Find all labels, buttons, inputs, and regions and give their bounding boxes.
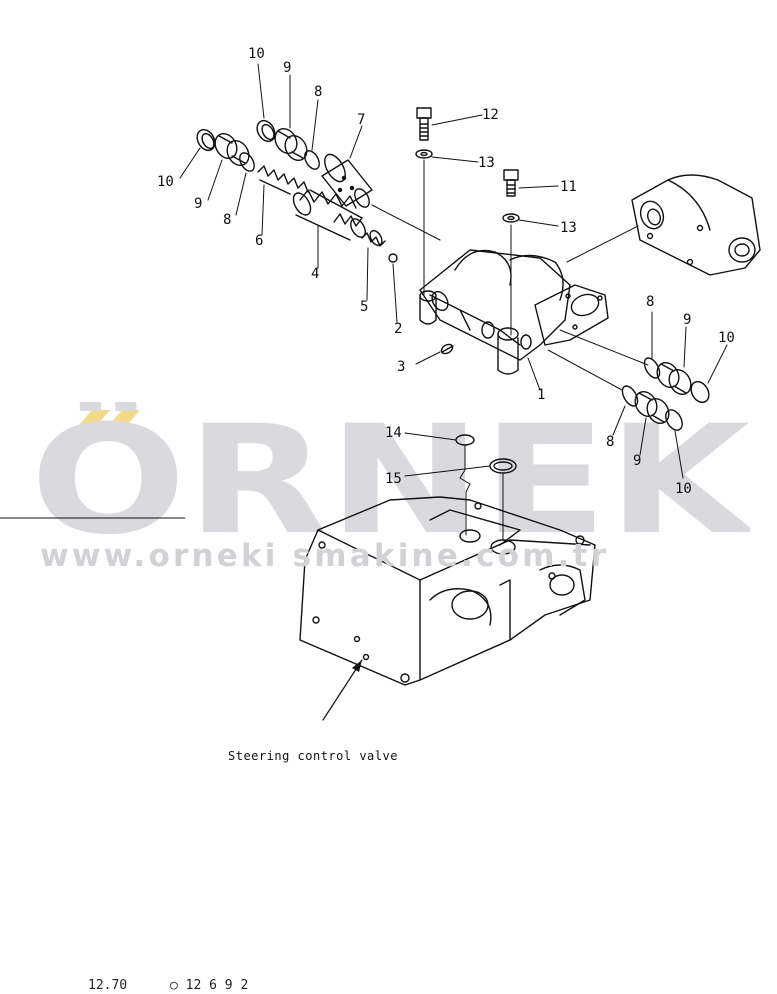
plug-3 [440, 343, 454, 355]
sleeve-7 [321, 153, 373, 208]
plug-9-right-lower [634, 390, 670, 425]
footer-page-code: 12.70 [88, 978, 128, 993]
watermark-word: ÖRNEK [30, 402, 750, 552]
washer-13-upper [415, 149, 433, 159]
callout-8d: 8 [606, 434, 614, 450]
callout-4: 4 [311, 266, 319, 282]
snap-ring-10-right-lower [665, 409, 683, 431]
steering-control-valve-body [299, 496, 596, 686]
callout-6: 6 [255, 233, 263, 249]
spool-4 [292, 189, 366, 241]
snap-ring-10-right-upper [690, 380, 710, 404]
callout-labels: 10 9 8 7 10 9 8 6 4 5 2 3 1 12 13 11 13 … [157, 46, 735, 497]
diagram-caption: Steering control valve [228, 749, 398, 763]
callout-9d: 9 [633, 453, 641, 469]
callout-15: 15 [385, 471, 402, 487]
spring-5 [361, 229, 386, 247]
o-ring-8-top [304, 150, 320, 170]
bolt-12 [416, 107, 432, 296]
callout-3: 3 [397, 359, 405, 375]
callout-10d: 10 [675, 481, 692, 497]
o-ring-8-right-upper [643, 357, 661, 379]
callout-5: 5 [360, 299, 368, 315]
callout-10b: 10 [157, 174, 174, 190]
plug-9-right-upper [656, 361, 692, 396]
snap-ring-10-top [256, 119, 276, 143]
footer-serial: ○ 12 6 9 2 [170, 978, 249, 993]
callout-14: 14 [385, 425, 402, 441]
callout-8a: 8 [314, 84, 322, 100]
bolt-11 [503, 169, 519, 336]
plug-9-left [214, 132, 250, 167]
elbow-housing [631, 174, 761, 276]
callout-10a: 10 [248, 46, 265, 62]
callout-9b: 9 [194, 196, 202, 212]
callout-2: 2 [394, 321, 402, 337]
snap-ring-10-left [196, 128, 216, 152]
callout-9a: 9 [283, 60, 291, 76]
callout-8b: 8 [223, 212, 231, 228]
callout-8c: 8 [646, 294, 654, 310]
o-ring-8-left [239, 152, 255, 172]
callout-11: 11 [560, 179, 577, 195]
o-ring-8-right-lower [621, 385, 639, 407]
o-ring-14 [455, 434, 475, 446]
callout-12: 12 [482, 107, 499, 123]
plug-9-top [274, 127, 308, 162]
valve-body-1 [419, 249, 609, 375]
ball-2 [388, 253, 398, 263]
callout-1: 1 [537, 387, 545, 403]
callout-13a: 13 [478, 155, 495, 171]
watermark-logo: ÖRNEK [30, 402, 750, 552]
watermark-url: www.orneki smakine.com.tr [40, 538, 610, 574]
callout-10c: 10 [718, 330, 735, 346]
spring-6 [257, 165, 309, 195]
callout-9c: 9 [683, 312, 691, 328]
washer-13-lower [502, 213, 520, 223]
callout-7: 7 [357, 112, 365, 128]
callout-13b: 13 [560, 220, 577, 236]
